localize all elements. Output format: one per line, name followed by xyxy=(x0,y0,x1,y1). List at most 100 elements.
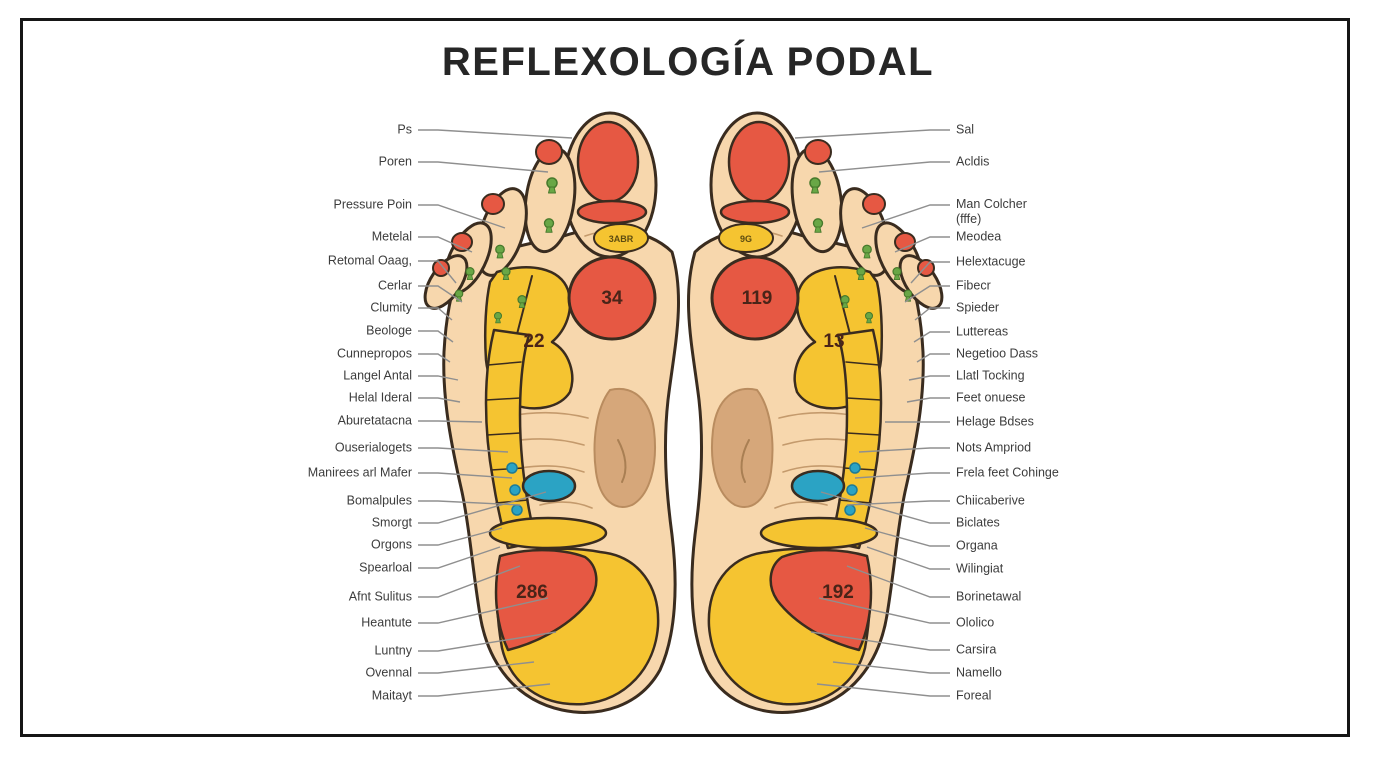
label-right: Nots Ampriod xyxy=(956,440,1032,455)
leader-line xyxy=(846,565,950,598)
label-right: Acldis xyxy=(956,154,990,169)
label-right: Wilingiat xyxy=(956,561,1004,576)
label-right: Helextacuge xyxy=(956,254,1026,269)
label-left: Beologe xyxy=(366,323,412,338)
leader-line xyxy=(418,597,549,624)
leader-line xyxy=(418,472,513,479)
leader-line xyxy=(906,397,950,403)
label-right: Chiicaberive xyxy=(956,493,1025,508)
label-right: Organa xyxy=(956,538,998,553)
leader-line xyxy=(908,375,950,381)
leader-line xyxy=(866,546,950,570)
label-left: Helal Ideral xyxy=(348,390,412,405)
label-left: Heantute xyxy=(361,615,412,630)
leader-line xyxy=(913,331,950,343)
leader-line xyxy=(418,375,459,381)
label-right: Meodea xyxy=(956,229,1002,244)
leader-line xyxy=(914,307,950,321)
leader-line xyxy=(846,500,950,506)
leader-line xyxy=(418,285,463,303)
label-right: Sal xyxy=(956,122,975,137)
label-left: Ouserialogets xyxy=(334,440,412,455)
leader-line xyxy=(418,260,457,284)
label-left: Smorgt xyxy=(371,515,412,530)
label-right: Llatl Tocking xyxy=(956,368,1025,383)
label-right: Man Colcher (fffe) xyxy=(956,197,1027,226)
leader-line xyxy=(418,447,509,453)
leader-line xyxy=(418,500,521,506)
label-left: Aburetatacna xyxy=(337,413,412,428)
leader-line xyxy=(816,683,950,697)
leader-line xyxy=(418,161,549,173)
leader-line xyxy=(418,683,551,697)
leader-lines xyxy=(418,129,950,697)
leader-line xyxy=(418,420,483,423)
label-right: Frela feet Cohinge xyxy=(956,465,1059,480)
label-left: Manirees arl Mafer xyxy=(307,465,412,480)
label-left: Poren xyxy=(378,154,412,169)
leader-line xyxy=(418,527,503,546)
right-foot-mid-number: 13 xyxy=(823,331,844,352)
label-right: Ololico xyxy=(956,615,995,630)
leader-line xyxy=(418,631,557,652)
left-foot-ball-number: 34 xyxy=(601,288,623,309)
label-left: Bomalpules xyxy=(346,493,412,508)
leader-line xyxy=(894,236,950,253)
leader-line xyxy=(818,597,950,624)
leader-line xyxy=(854,472,950,479)
label-left: Metelal xyxy=(371,229,412,244)
leader-line xyxy=(418,565,521,598)
leader-line xyxy=(418,307,453,321)
leader-line xyxy=(864,527,950,547)
leader-line xyxy=(418,129,573,139)
leader-line xyxy=(818,161,950,173)
leader-line xyxy=(418,204,506,229)
leader-line xyxy=(418,491,547,524)
leader-line xyxy=(418,397,461,403)
label-right: Helage Bdses xyxy=(956,414,1034,429)
left-foot-mid-number: 22 xyxy=(523,331,544,352)
diagram-border-frame xyxy=(20,18,1350,737)
label-left: Retomal Oaag, xyxy=(327,253,412,268)
leader-line xyxy=(418,330,454,343)
leader-line xyxy=(910,261,950,284)
left-foot-illustration xyxy=(417,113,679,712)
leader-line xyxy=(861,204,950,229)
label-left: Cunnepropos xyxy=(336,346,412,361)
label-left: Cerlar xyxy=(377,278,412,293)
label-left: Clumity xyxy=(370,300,412,315)
label-left: Spearloal xyxy=(359,560,412,575)
label-left: Orgons xyxy=(371,537,412,552)
label-right: Luttereas xyxy=(956,324,1009,339)
leader-line xyxy=(916,353,950,363)
leader-line xyxy=(858,447,950,453)
label-left: Ps xyxy=(397,122,412,137)
leader-line xyxy=(820,491,950,524)
label-right: Carsira xyxy=(956,642,997,657)
left-foot-toe-badge: 3ABR xyxy=(609,234,634,244)
leader-line xyxy=(794,129,950,139)
label-left: Luntny xyxy=(374,643,412,658)
leader-line xyxy=(418,353,451,363)
leader-line xyxy=(418,236,473,253)
label-right: Spieder xyxy=(956,300,1000,315)
leader-line xyxy=(418,661,535,674)
leader-line xyxy=(832,661,950,674)
label-right: Fibecr xyxy=(956,278,991,293)
label-right: Biclates xyxy=(956,515,1000,530)
leader-line xyxy=(904,285,950,303)
label-left: Ovennal xyxy=(365,665,412,680)
page-title: REFLEXOLOGÍA PODAL xyxy=(441,40,935,84)
left-foot-heel-number: 286 xyxy=(516,582,548,603)
label-right: Namello xyxy=(956,665,1002,680)
label-right: Feet onuese xyxy=(956,390,1026,405)
leader-line xyxy=(810,631,950,651)
label-right: Negetioo Dass xyxy=(956,346,1038,361)
right-foot-ball-number: 119 xyxy=(742,288,773,309)
right-foot-heel-number: 192 xyxy=(822,582,854,603)
label-left: Afnt Sulitus xyxy=(348,589,412,604)
label-right: Foreal xyxy=(956,688,992,703)
label-left: Maitayt xyxy=(371,688,412,703)
leader-line xyxy=(418,546,501,569)
